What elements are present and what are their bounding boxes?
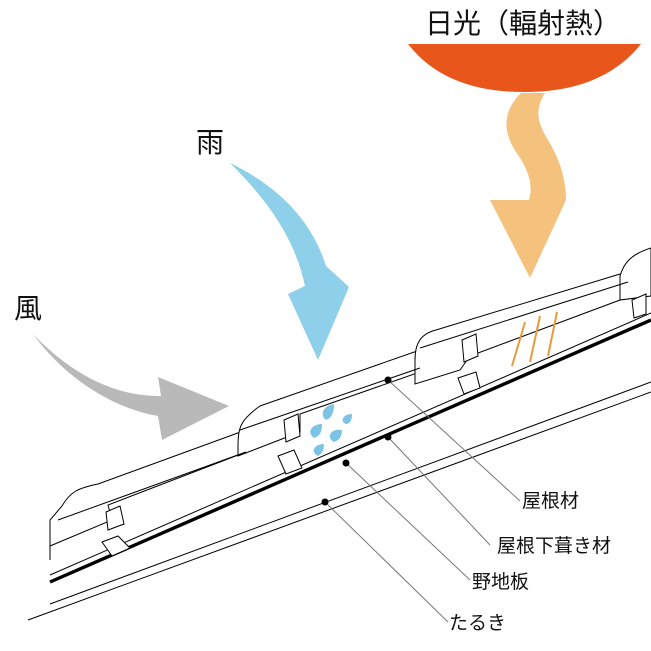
rafter-line <box>27 391 651 621</box>
roofing-label: 屋根材 <box>522 490 580 512</box>
leader-rafter <box>324 501 449 623</box>
heat-arrow <box>490 93 566 278</box>
tile-clip <box>101 535 131 557</box>
leader-underlayment <box>387 436 491 546</box>
leader-sheathing <box>345 462 471 581</box>
leader-dots <box>321 376 392 506</box>
sheathing-top-line <box>49 312 651 576</box>
leader-lines <box>324 379 521 623</box>
tile-clip <box>457 371 481 395</box>
leader-roofing <box>387 379 521 502</box>
tile-clip <box>105 505 125 531</box>
sunlight-label: 日光（輻射熱） <box>425 7 622 40</box>
sheathing-label: 野地板 <box>472 571 530 593</box>
heat-lines <box>511 311 558 367</box>
wind-arrow <box>33 334 229 440</box>
rafter-label: たるき <box>449 612 507 634</box>
roof-tile <box>49 429 247 560</box>
roof-tile <box>619 247 651 301</box>
underlayment-label: 屋根下葺き材 <box>497 535 612 557</box>
wind-label: 風 <box>14 292 43 325</box>
tile-clip <box>631 293 647 319</box>
sun-shape <box>408 44 641 92</box>
tile-ridge-line <box>239 367 421 431</box>
tile-clip <box>277 449 303 475</box>
tile-clips <box>101 293 647 557</box>
tile-clip <box>283 413 301 443</box>
rain-arrow <box>230 163 349 360</box>
sheathing-bottom-line <box>49 381 651 605</box>
tile-ridge-line <box>419 281 629 349</box>
water-drops <box>310 404 352 456</box>
rain-label: 雨 <box>196 126 225 159</box>
tile-clip <box>461 333 479 363</box>
underlayment-line <box>49 318 651 584</box>
tile-ridge-line <box>57 451 247 521</box>
